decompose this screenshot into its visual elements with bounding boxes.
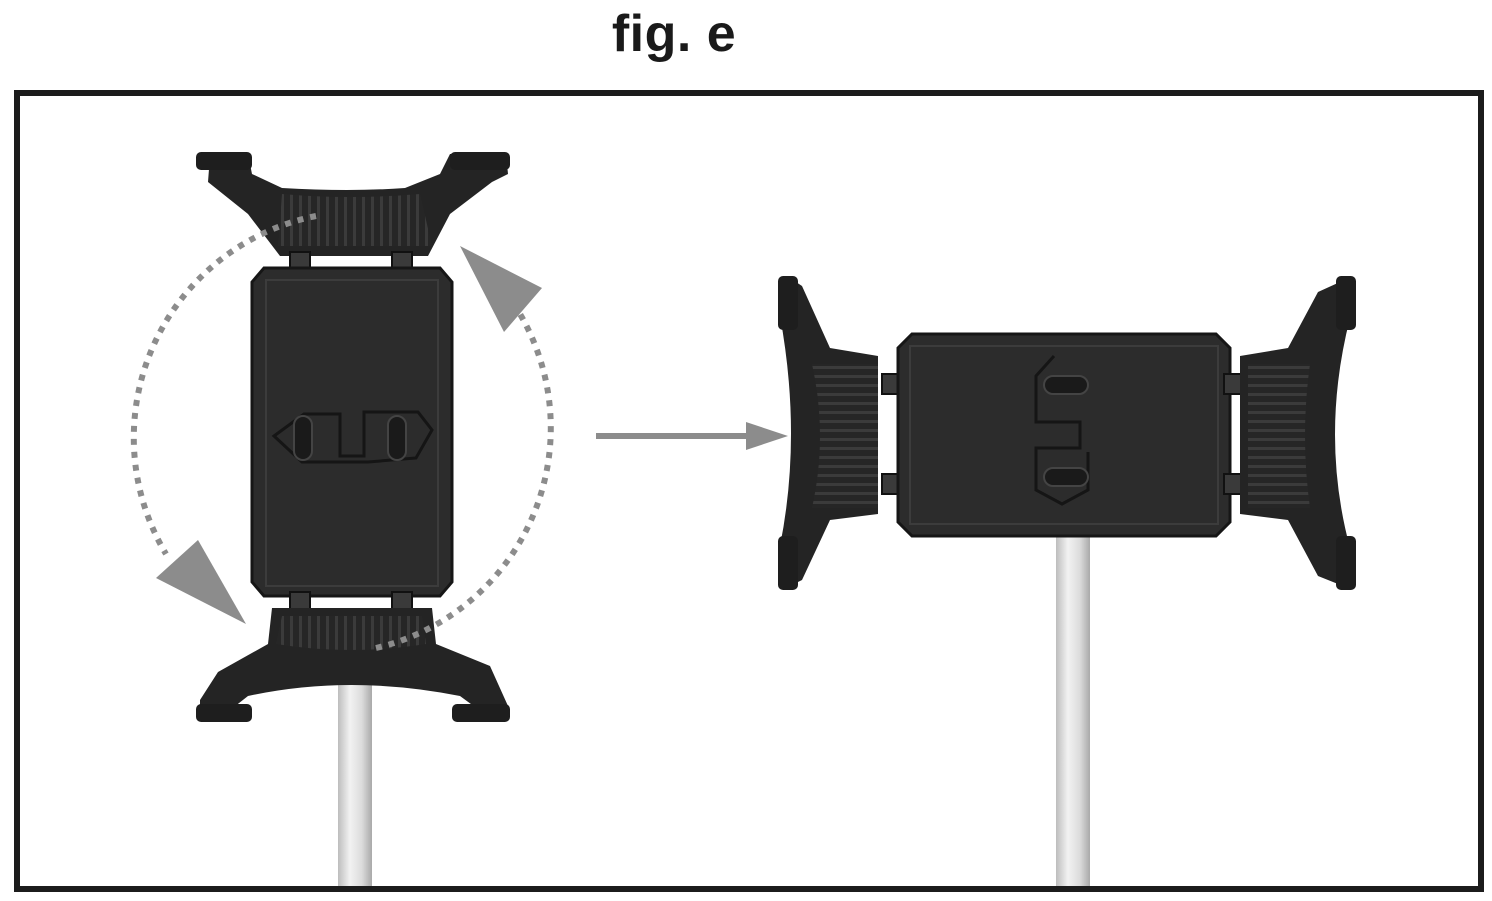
illustration-frame <box>14 90 1484 892</box>
portrait-holder <box>130 152 554 886</box>
bottom-clamp-arm <box>196 591 510 722</box>
circular-rotation-arrows-icon <box>130 213 554 651</box>
rotation-arrowhead-bottom <box>156 540 246 624</box>
figure-title: fig. e <box>611 5 737 63</box>
illustration-canvas <box>130 152 1356 886</box>
top-clamp-arm <box>196 152 510 275</box>
landscape-holder <box>778 276 1356 886</box>
holder-body-portrait <box>250 266 454 598</box>
left-clamp-arm <box>778 276 905 590</box>
right-arrow-icon <box>596 422 788 450</box>
stand-rod-left <box>338 681 372 886</box>
right-clamp-arm <box>1223 276 1356 590</box>
holder-body-landscape <box>896 332 1232 538</box>
stand-rod-right <box>1056 526 1090 886</box>
rotation-arrowhead-top <box>460 246 542 332</box>
